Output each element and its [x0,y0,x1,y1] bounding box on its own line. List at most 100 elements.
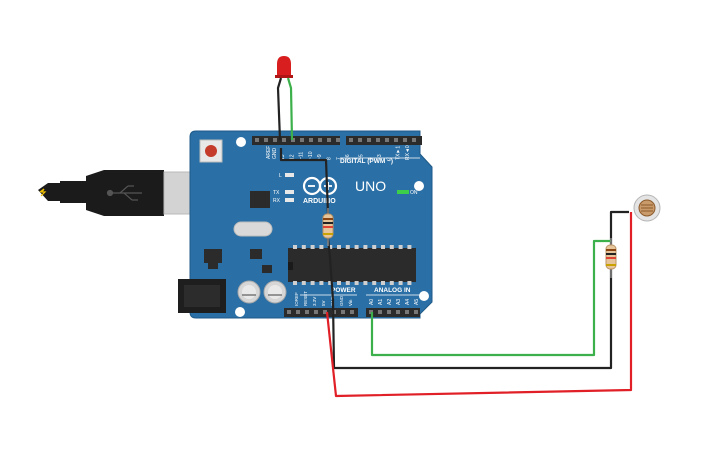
digital-pin-label: ~6 [345,154,351,160]
resistor-photoresistor[interactable] [605,238,617,278]
chip-pin [301,245,306,249]
digital-pin-label: ~11 [299,152,305,160]
header-pin-hole[interactable] [358,138,362,142]
usb-chip [250,191,270,208]
gnd-label: GND [272,148,278,160]
header-pin-hole[interactable] [387,310,391,314]
header-pin-hole[interactable] [378,310,382,314]
header-pin-hole[interactable] [323,310,327,314]
rx-label: RX [273,198,281,204]
header-pin-hole[interactable] [305,310,309,314]
analog-pin-label: A5 [414,299,420,305]
chip-pin [328,245,333,249]
usb-bolt-icon [39,188,47,197]
header-pin-hole[interactable] [405,310,409,314]
resistor-led[interactable] [322,208,334,246]
chip-pin [310,281,315,285]
usb-icon [106,185,142,201]
chip-pin [337,245,341,249]
header-pin-hole[interactable] [414,310,418,314]
header-pin-hole[interactable] [412,138,416,142]
5v-wire[interactable] [325,212,633,398]
header-pin-hole[interactable] [314,310,318,314]
wires[interactable] [276,77,633,398]
chip-pin [407,245,412,249]
power-header[interactable] [284,308,358,317]
on-label: ON [410,190,418,196]
header-pin-hole[interactable] [367,138,371,142]
chip-pin [345,245,350,249]
digital-header-right[interactable] [346,136,422,145]
smd-component [250,249,262,259]
digital-pin-label: 4 [368,157,374,160]
l-led [285,173,294,177]
smd-component [262,265,272,273]
chip-pin [407,281,412,285]
header-pin-hole[interactable] [385,138,389,142]
voltage-regulator [204,249,222,263]
header-pin-hole[interactable] [341,310,345,314]
digital-pin-label: RX◄0 [405,145,411,160]
chip-pin [345,281,350,285]
analog-header[interactable] [366,308,420,317]
power-pin-label: Vin [348,299,353,306]
aref-label: AREF [266,146,272,159]
header-pin-hole[interactable] [287,310,291,314]
header-pin-hole[interactable] [296,310,300,314]
a0-wire[interactable] [370,239,611,357]
header-pin-hole[interactable] [273,138,277,142]
header-pin-hole[interactable] [264,138,268,142]
chip-pin [381,245,385,249]
digital-pin-label: ~10 [308,151,314,160]
header-pin-hole[interactable] [309,138,313,142]
chip-pin [389,281,394,285]
power-pin-label: 5V [321,300,326,306]
reset-button[interactable] [199,139,223,163]
header-pin-hole[interactable] [394,138,398,142]
header-pin-hole[interactable] [300,138,304,142]
led-ground-wire[interactable] [279,148,330,215]
power-pin-label: 3.3V [312,297,317,306]
chip-pin [398,245,403,249]
digital-pin-label: 7 [336,157,342,160]
power-label: POWER [331,287,356,294]
chip-pin [372,245,377,249]
header-pin-hole[interactable] [327,138,331,142]
led-anode-leg[interactable] [286,77,294,141]
header-pin-hole[interactable] [376,138,380,142]
header-pin-hole[interactable] [318,138,322,142]
header-pin-hole[interactable] [282,138,286,142]
photoresistor[interactable] [633,194,661,222]
mount-hole [236,137,246,147]
analog-pin-label: A1 [378,299,384,305]
header-pin-hole[interactable] [291,138,295,142]
led-cathode-leg[interactable] [276,77,283,141]
analog-pin-label: A3 [396,299,402,305]
usb-cable[interactable] [38,170,211,216]
header-pin-hole[interactable] [255,138,259,142]
header-pin-hole[interactable] [336,138,340,142]
digital-pin-label: ~9 [317,154,323,160]
tx-label: TX [273,190,280,196]
header-pin-hole[interactable] [349,138,353,142]
atmega-chip [288,245,416,285]
red-led[interactable] [275,56,293,78]
logo-text: ARDUINO [303,198,336,205]
digital-pin-label: 13 [280,154,286,160]
header-pin-hole[interactable] [403,138,407,142]
chip-pin [328,281,333,285]
analog-pin-label: A2 [387,299,393,305]
header-pin-hole[interactable] [350,310,354,314]
chip-pin [310,245,315,249]
digital-header-left[interactable] [252,136,340,145]
digital-pin-label: 2 [386,157,392,160]
chip-pin [354,281,359,285]
header-pin-hole[interactable] [396,310,400,314]
tx-led [285,190,294,194]
usb-cable-body [60,181,86,203]
